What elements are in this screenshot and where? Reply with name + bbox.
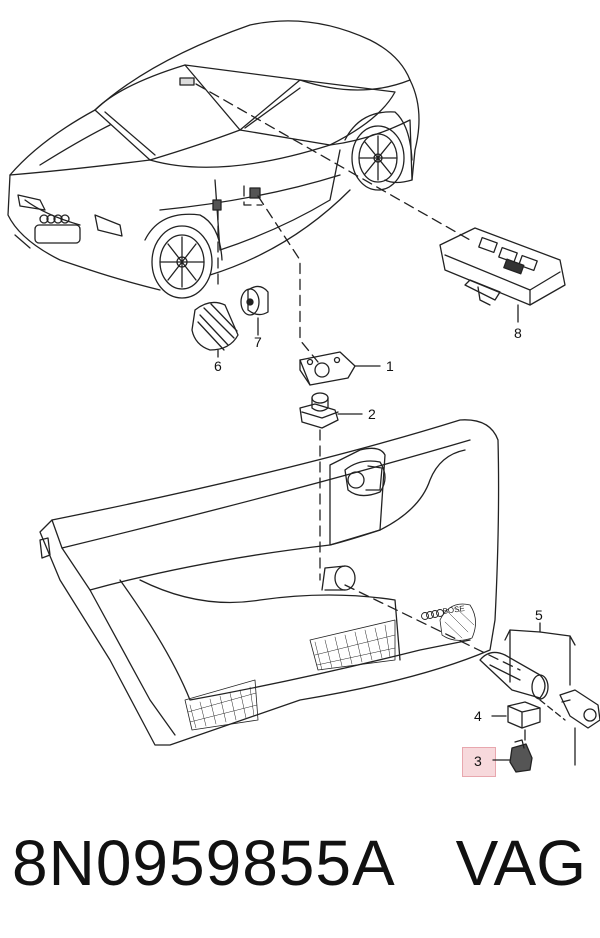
callout-4: 4 <box>474 708 482 724</box>
callout-3: 3 <box>474 753 482 769</box>
car-illustration <box>7 20 420 299</box>
part-8-switch-module <box>439 227 566 323</box>
part-1-bracket <box>299 351 381 386</box>
callout-7: 7 <box>254 334 262 350</box>
part-7-cap <box>240 285 269 336</box>
part-6-grille <box>191 301 239 358</box>
part-5-switch <box>479 622 600 766</box>
callout-3-highlight <box>462 747 496 777</box>
part-2-knob <box>299 392 363 429</box>
part-number: 8N0959855A <box>12 827 396 899</box>
part-4-clip <box>491 701 541 729</box>
callout-2: 2 <box>368 406 376 422</box>
door-panel <box>39 419 500 746</box>
callout-1: 1 <box>386 358 394 374</box>
caption-bar: 8N0959855A VAG <box>0 818 600 908</box>
callout-5: 5 <box>535 607 543 623</box>
door-badge-text: BOSE <box>442 604 465 616</box>
exploded-parts-diagram: 1 2 3 4 5 6 7 8 BOSE <box>7 20 600 773</box>
brand-label: VAG <box>455 827 586 899</box>
leader-lines <box>195 83 526 746</box>
callout-8: 8 <box>514 325 522 341</box>
callout-6: 6 <box>214 358 222 374</box>
door-badge-rings-icon <box>421 609 444 620</box>
part-3-connector <box>492 739 533 773</box>
